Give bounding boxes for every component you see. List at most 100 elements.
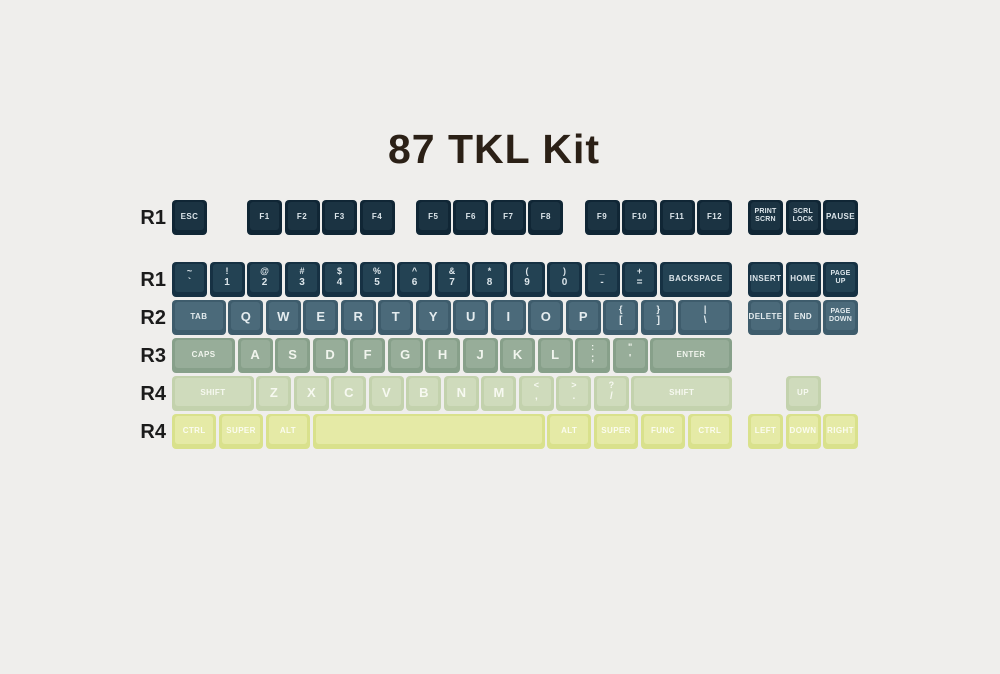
keycap-top: += [625, 264, 654, 292]
key-legend: ALT [561, 425, 578, 435]
key-m: M [481, 376, 517, 411]
key-ctrl-left: CTRL [172, 414, 217, 449]
key-d: D [312, 338, 348, 373]
key-legend: F7 [503, 211, 514, 221]
key-legend: W [277, 308, 290, 324]
key-legend-shift: < [533, 380, 539, 390]
key-legend: F12 [707, 211, 722, 221]
key-9: (9 [509, 262, 545, 297]
key-esc: ESC [172, 200, 207, 235]
key-legend: BACKSPACE [668, 273, 723, 283]
key-slash: ?/ [593, 376, 629, 411]
key-tab: TAB [172, 300, 226, 335]
keycap-top: T [381, 302, 411, 330]
key-f4: F4 [359, 200, 395, 235]
key-3: #3 [284, 262, 320, 297]
key-legend: Z [269, 384, 278, 400]
keycap-top: F [353, 340, 383, 368]
key-legend-shift: { [618, 304, 623, 314]
key-bracket-open: {[ [603, 300, 639, 335]
key-legend: RIGHT [827, 425, 854, 435]
key-n: N [443, 376, 479, 411]
key-legend-shift: | [703, 304, 707, 314]
key-f6: F6 [453, 200, 489, 235]
key-home: HOME [785, 262, 821, 297]
key-f8: F8 [528, 200, 564, 235]
key-legend-shift: ) [563, 266, 566, 276]
keycap-top: SHIFT [634, 378, 729, 406]
key-legend-line: DOWN [829, 316, 852, 323]
keycap-top: ?/ [596, 378, 626, 406]
keycap-top: F10 [625, 202, 654, 230]
key-f: F [350, 338, 386, 373]
key-u: U [453, 300, 489, 335]
keycap-top: UP [788, 378, 818, 406]
key-e: E [303, 300, 339, 335]
key-legend: SHIFT [200, 387, 226, 397]
keycap-top: O [531, 302, 561, 330]
key-delete: DELETE [748, 300, 783, 335]
keycap-top: TAB [175, 302, 223, 330]
key-h: H [425, 338, 461, 373]
key-legend-base: ] [656, 315, 660, 326]
key-legend-line: LOCK [792, 216, 814, 223]
key-func: FUNC [640, 414, 686, 449]
key-legend-base: 5 [374, 277, 380, 288]
key-legend-base: [ [619, 315, 623, 326]
key-l: L [537, 338, 573, 373]
key-legend: ALT [279, 425, 297, 435]
key-legend: T [391, 308, 400, 324]
key-legend: M [493, 384, 505, 400]
keycap-top: FUNC [643, 416, 683, 444]
key-space [312, 414, 545, 449]
key-legend: F10 [632, 211, 647, 221]
key-legend: V [382, 384, 391, 400]
keycap-top: P [568, 302, 598, 330]
key-0: )0 [547, 262, 582, 297]
keycap-top: *8 [475, 264, 504, 292]
keycap-top: D [315, 340, 345, 368]
key-legend-shift: % [372, 266, 381, 276]
row-label: R2 [140, 307, 166, 329]
keycap-top: )0 [550, 264, 579, 292]
keycap-top: F1 [250, 202, 279, 230]
key-legend-shift: ~ [186, 266, 193, 276]
keycap-top: F3 [325, 202, 354, 230]
keycap-top: &7 [437, 264, 467, 292]
keycap-top: Z [259, 378, 289, 406]
key-legend: O [540, 308, 551, 324]
key-1: !1 [209, 262, 245, 297]
key-legend: END [793, 311, 813, 321]
key-quote: "' [612, 338, 648, 373]
keycap-top: F6 [456, 202, 486, 230]
key-legend-base: 1 [224, 277, 230, 288]
key-legend-base: \ [703, 315, 707, 326]
key-legend-base: / [609, 391, 613, 402]
key-pause: PAUSE [823, 200, 858, 235]
key-legend-shift: ( [525, 266, 529, 276]
keycap-top: F4 [362, 202, 392, 230]
keycap-top: !1 [212, 264, 242, 292]
key-period: >. [556, 376, 592, 411]
key-legend: SUPER [601, 425, 631, 435]
key-end: END [785, 300, 821, 335]
keycap-top: A [240, 340, 270, 368]
key-right: RIGHT [823, 414, 858, 449]
key-legend-base: 7 [449, 277, 455, 288]
key-o: O [528, 300, 564, 335]
key-8: *8 [472, 262, 507, 297]
key-y: Y [415, 300, 451, 335]
keycap-top: F9 [587, 202, 617, 230]
key-shift-left: SHIFT [172, 376, 254, 411]
row-label: R4 [140, 421, 166, 443]
key-legend-shift: ? [608, 380, 615, 390]
key-j: J [462, 338, 498, 373]
key-backspace: BACKSPACE [659, 262, 732, 297]
key-f12: F12 [697, 200, 732, 235]
keycap-top: ENTER [653, 340, 729, 368]
key-f9: F9 [584, 200, 620, 235]
key-legend-shift: & [448, 266, 456, 276]
